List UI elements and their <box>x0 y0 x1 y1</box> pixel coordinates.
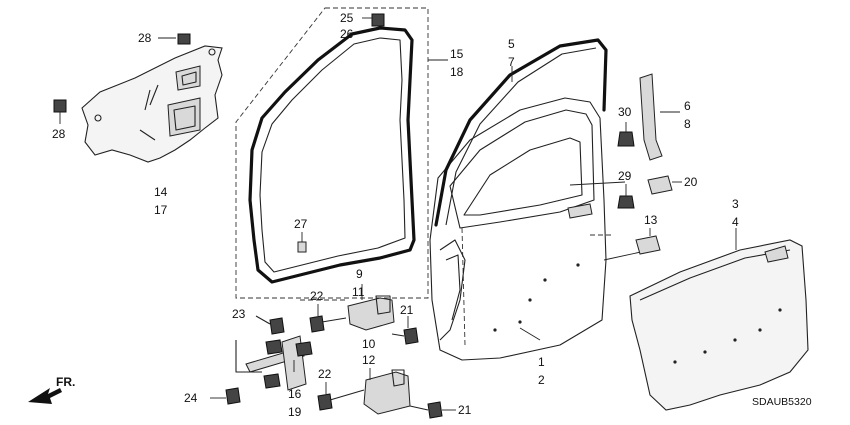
callout-28-left: 28 <box>52 127 66 141</box>
callout-2: 2 <box>538 373 545 387</box>
callout-26: 26 <box>340 27 354 41</box>
callout-12: 12 <box>362 353 376 367</box>
bolt-22-top <box>309 304 347 333</box>
callout-16: 16 <box>288 387 302 401</box>
callout-24: 24 <box>184 391 198 405</box>
stopper-20 <box>647 175 682 195</box>
clip-29 <box>617 184 635 209</box>
callout-30: 30 <box>618 105 632 119</box>
callout-14: 14 <box>154 185 168 199</box>
callout-18: 18 <box>450 65 464 79</box>
callout-10: 10 <box>362 337 376 351</box>
bolt-22-bottom <box>317 382 365 411</box>
door-checker <box>235 335 313 391</box>
lower-hinge <box>363 368 411 415</box>
bolt-21-bottom <box>409 401 456 419</box>
callout-15: 15 <box>450 47 464 61</box>
callout-22-bottom: 22 <box>318 367 332 381</box>
opening-seal-group <box>235 7 448 299</box>
callout-17: 17 <box>154 203 168 217</box>
callout-19: 19 <box>288 405 302 419</box>
callout-9: 9 <box>356 267 363 281</box>
callout-29: 29 <box>618 169 632 183</box>
callout-21-bottom: 21 <box>458 403 472 417</box>
front-door-assembly <box>429 97 651 361</box>
callout-23: 23 <box>232 307 246 321</box>
run-channel <box>434 38 608 227</box>
callout-21-top: 21 <box>400 303 414 317</box>
bolt-21-top <box>391 316 419 345</box>
bolt-23 <box>255 315 285 335</box>
nut-24 <box>210 387 241 405</box>
svg-text:FR.: FR. <box>56 375 75 389</box>
front-direction-arrow: FR. <box>28 375 75 404</box>
sash-molding <box>639 73 680 161</box>
callout-3: 3 <box>732 197 739 211</box>
diagram-code: SDAUB5320 <box>752 396 812 408</box>
callout-8: 8 <box>684 117 691 131</box>
callout-6: 6 <box>684 99 691 113</box>
callout-20: 20 <box>684 175 698 189</box>
callout-1: 1 <box>538 355 545 369</box>
clip-30 <box>617 122 635 147</box>
clip-28-left <box>53 99 67 124</box>
callout-11: 11 <box>352 285 365 299</box>
callout-25: 25 <box>340 11 354 25</box>
callout-5: 5 <box>508 37 515 51</box>
callout-28-top: 28 <box>138 31 152 45</box>
upper-hinge <box>300 284 395 331</box>
sealing-panel <box>81 45 223 163</box>
callout-4: 4 <box>732 215 739 229</box>
door-skin <box>629 228 809 411</box>
stopper-13 <box>635 228 661 255</box>
callout-22-top: 22 <box>310 289 324 303</box>
callout-27: 27 <box>294 217 308 231</box>
clip-28-top <box>158 33 191 45</box>
callout-13: 13 <box>644 213 658 227</box>
callout-7: 7 <box>508 55 515 69</box>
